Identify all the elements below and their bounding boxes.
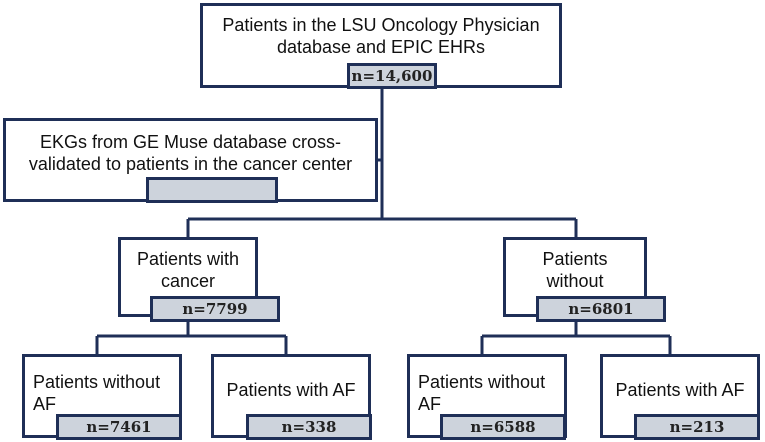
node-nocancer-af-count: n=213	[634, 414, 760, 440]
node-cancer-af-label: Patients with AF	[226, 380, 356, 400]
node-ekg-count	[146, 177, 278, 203]
node-nocancer-af-label: Patients with AF	[615, 380, 745, 400]
node-no-cancer-count: n=6801	[536, 296, 666, 322]
node-cancer-no-af-count: n=7461	[56, 414, 182, 440]
node-nocancer-no-af-label: Patients without AF	[418, 372, 546, 414]
node-root-count: n=14,600	[347, 63, 437, 89]
node-ekg-label: EKGs from GE Muse database cross-validat…	[28, 132, 353, 174]
node-root-label: Patients in the LSU Oncology Physician d…	[222, 15, 540, 57]
node-nocancer-no-af-count: n=6588	[440, 414, 566, 440]
node-cancer-af-count: n=338	[246, 414, 372, 440]
node-cancer-count: n=7799	[150, 296, 280, 322]
node-cancer-label: Patients with cancer	[136, 249, 240, 291]
node-cancer-no-af-label: Patients without AF	[33, 372, 161, 414]
